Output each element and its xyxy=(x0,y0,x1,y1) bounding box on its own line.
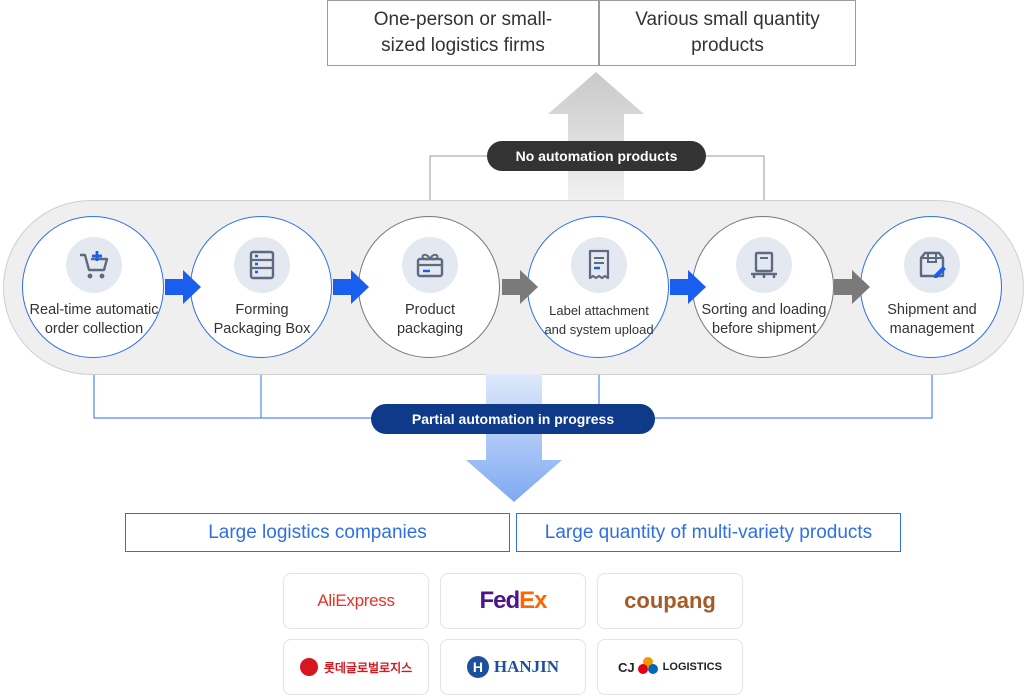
arrow-right-5 xyxy=(834,270,870,304)
aliexpress-text: AliExpress xyxy=(317,591,395,610)
cj-logistics-text: LOGISTICS xyxy=(662,661,722,673)
box-list-icon xyxy=(234,237,290,293)
step-sorting-loading: Sorting and loading before shipment xyxy=(692,216,834,358)
arrow-right-1 xyxy=(165,270,201,304)
arrow-right-3 xyxy=(502,270,538,304)
pallet-icon xyxy=(736,237,792,293)
large-companies-label: Large logistics companies xyxy=(208,521,427,543)
step-label: Sorting and loading before shipment xyxy=(701,302,827,337)
box-edit-icon xyxy=(904,237,960,293)
step-order-collection: Real-time automatic order collection xyxy=(22,216,164,358)
small-quantity-box: Various small quantity products xyxy=(599,0,856,66)
arrow-right-2 xyxy=(333,270,369,304)
step-label-attachment: Label attachment and system upload xyxy=(527,216,669,358)
step-label: Shipment and management xyxy=(887,302,977,337)
step-label: Label attachment and system upload xyxy=(544,303,654,337)
cj-text: CJ xyxy=(618,659,635,675)
cj-flower-icon xyxy=(637,657,658,674)
arrow-right-4 xyxy=(670,270,706,304)
lotte-mark-icon xyxy=(299,658,318,676)
step-label: Real-time automatic order collection xyxy=(29,302,159,337)
aliexpress-logo: AliExpress xyxy=(283,573,429,629)
step-label: Product packaging xyxy=(396,302,464,337)
fedex-ex: Ex xyxy=(519,587,547,614)
step-product-packaging: Product packaging xyxy=(358,216,500,358)
cj-logistics-logo: CJ LOGISTICS xyxy=(597,639,743,695)
step-forming-box: Forming Packaging Box xyxy=(190,216,332,358)
small-firms-label: One-person or small-sized logistics firm… xyxy=(373,9,553,56)
gift-box-icon xyxy=(402,237,458,293)
large-quantity-label: Large quantity of multi-variety products xyxy=(544,521,873,543)
partial-automation-pill: Partial automation in progress xyxy=(371,404,655,434)
small-firms-box: One-person or small-sized logistics firm… xyxy=(327,0,599,66)
step-shipment-management: Shipment and management xyxy=(860,216,1002,358)
receipt-icon xyxy=(571,237,627,293)
small-quantity-label: Various small quantity products xyxy=(635,9,820,56)
partial-automation-label: Partial automation in progress xyxy=(411,411,615,427)
fedex-fed: Fed xyxy=(479,587,520,614)
large-companies-box: Large logistics companies xyxy=(125,513,510,552)
coupang-text: coupang xyxy=(624,588,716,613)
hanjin-mark-icon: H xyxy=(466,656,489,678)
lotte-logo: 롯데글로벌로지스 xyxy=(283,639,429,695)
no-automation-label: No automation products xyxy=(515,148,678,164)
step-label: Forming Packaging Box xyxy=(213,302,311,337)
fedex-logo: FedEx xyxy=(440,573,586,629)
coupang-logo: coupang xyxy=(597,573,743,629)
cart-plus-icon xyxy=(66,237,122,293)
hanjin-logo: H HANJIN xyxy=(440,639,586,695)
hanjin-text: HANJIN xyxy=(493,657,560,676)
down-arrow-blue xyxy=(466,374,562,502)
no-automation-pill: No automation products xyxy=(487,141,706,171)
fedex-wordmark: FedEx xyxy=(479,587,547,615)
lotte-text: 롯데글로벌로지스 xyxy=(323,660,413,675)
large-quantity-box: Large quantity of multi-variety products xyxy=(516,513,901,552)
